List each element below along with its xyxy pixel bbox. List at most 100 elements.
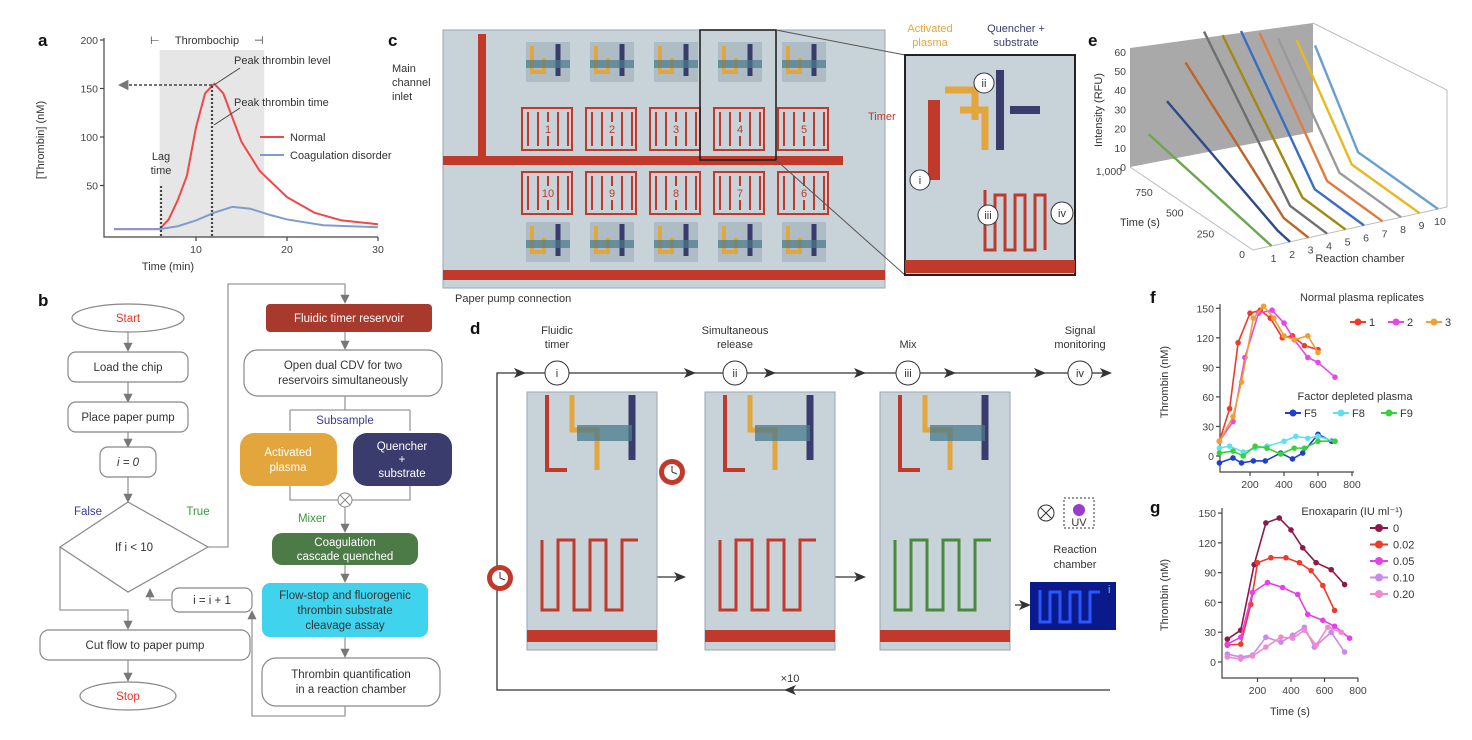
legend-label: 0.10 — [1393, 573, 1414, 585]
timer-channel — [545, 395, 567, 472]
step-marker-label: i — [556, 368, 558, 380]
process-loop-line — [496, 372, 1110, 691]
inset-timer-reservoir — [928, 100, 940, 180]
series-line-chamber-9 — [1295, 39, 1421, 215]
reaction-serpentine — [521, 107, 573, 151]
x-tick-label: 600 — [1316, 685, 1334, 697]
series-line-0-05 — [1226, 581, 1351, 645]
reaction-serpentine — [777, 171, 829, 215]
legend-normal: Normal — [290, 132, 325, 144]
init-node — [99, 446, 157, 478]
reaction-serpentine — [585, 107, 637, 151]
data-point-0.05 — [1331, 623, 1338, 630]
y-tick-label: 200 — [80, 35, 98, 47]
data-point-2 — [1305, 354, 1311, 361]
y-tick-label: 0 — [1210, 657, 1216, 669]
data-point-3 — [1260, 303, 1267, 310]
data-point-0.02 — [1268, 554, 1274, 561]
thrombochip-bracket-end: ⊣ — [254, 35, 264, 47]
y-tick-label: 30 — [1204, 627, 1216, 639]
chamber-number-bg — [540, 122, 556, 136]
inset-reaction-serpentine — [983, 190, 1047, 252]
data-point-3 — [1238, 379, 1245, 385]
chamber-tick-label: 3 — [1308, 245, 1314, 257]
data-point-0 — [1313, 559, 1319, 566]
flow-stop-label-3: cleavage assay — [305, 620, 385, 632]
time-tick-label: 1,000 — [1096, 166, 1122, 178]
mix-region — [526, 240, 570, 248]
panel-b-flowchart: Start Load the chip Place paper pump i =… — [39, 283, 452, 717]
legend-marker — [1375, 573, 1383, 582]
data-point-0.02 — [1331, 607, 1338, 614]
chamber-number-bg — [604, 122, 620, 136]
peak-level-pointer — [213, 67, 241, 86]
data-point-F5 — [1216, 460, 1223, 466]
reaction-serpentine — [893, 538, 991, 612]
mixer-icon — [337, 492, 353, 508]
step-marker-label: iv — [1076, 368, 1084, 380]
series-line-chamber-4 — [1202, 31, 1328, 235]
connector-split — [289, 396, 411, 431]
activated-plasma-label-2: plasma — [269, 462, 307, 474]
x-axis-label: Reaction chamber — [1315, 253, 1405, 265]
data-point-0.05 — [1224, 641, 1231, 647]
data-point-0.05 — [1237, 634, 1244, 640]
step-marker-iii — [895, 360, 921, 386]
flow-connector — [655, 576, 1023, 606]
y-axis-label: Thrombin (nM) — [1159, 346, 1171, 418]
axes — [1221, 508, 1358, 679]
data-point-0.10 — [1263, 634, 1269, 640]
data-point-0.02 — [1237, 641, 1244, 647]
y-tick-label: 30 — [1202, 421, 1214, 433]
inset-marker-iv: iv — [1050, 201, 1074, 225]
timer-icon — [487, 565, 513, 591]
inset-plasma-label-2: plasma — [912, 37, 948, 49]
series-line-0 — [1226, 517, 1346, 640]
series-line-chamber-6 — [1239, 30, 1365, 227]
intensity-tick-label: 40 — [1114, 85, 1126, 97]
legend-label: 0.05 — [1393, 556, 1414, 568]
data-point-0.02 — [1308, 567, 1314, 574]
panel-d-process: iFluidictimeriiSimultaneousreleaseiiiMix… — [487, 325, 1116, 695]
place-pump-node — [67, 401, 189, 433]
flow-arrow-icon — [944, 368, 956, 378]
quencher-label-1: Quencher — [377, 441, 428, 453]
y-tick-label: 90 — [1204, 568, 1216, 580]
connector-merge — [289, 486, 411, 501]
time-tick-label: 0 — [1239, 249, 1245, 261]
timer-channel — [898, 395, 920, 472]
series-line-0-20 — [1227, 626, 1342, 660]
mix-region — [654, 60, 698, 68]
load-chip-label: Load the chip — [93, 362, 162, 374]
step-marker-iv — [1067, 360, 1093, 386]
chamber-number: 9 — [609, 188, 615, 200]
start-node — [71, 303, 185, 333]
legend-marker — [1354, 318, 1362, 326]
legend-title-depleted: Factor depleted plasma — [1298, 391, 1414, 403]
y-tick-label: 100 — [80, 132, 98, 144]
data-point-0.10 — [1341, 649, 1348, 655]
subsample-label: Subsample — [316, 415, 374, 427]
chamber-number: 1 — [545, 124, 551, 136]
connector-false — [59, 547, 133, 630]
mix-region — [755, 425, 810, 441]
chamber-tick-label: 5 — [1345, 237, 1351, 249]
data-point-F9 — [1216, 450, 1223, 456]
reaction-chamber-label-2: chamber — [1054, 559, 1097, 571]
y-axis-label: Intensity (RFU) — [1093, 73, 1105, 147]
chamber-number: 2 — [609, 124, 615, 136]
panel-label-d: d — [470, 319, 480, 338]
x-tick-label: 400 — [1282, 685, 1300, 697]
data-point-F9 — [1264, 445, 1270, 451]
data-point-F9 — [1252, 443, 1258, 449]
x-tick-label: 400 — [1275, 479, 1293, 491]
data-point-F8 — [1226, 443, 1233, 449]
quenched-label-1: Coagulation — [314, 537, 375, 549]
series-line-chamber-1 — [1147, 133, 1273, 247]
legend-marker — [1430, 318, 1438, 326]
data-point-1 — [1247, 310, 1253, 316]
series-line-0-10 — [1227, 626, 1346, 658]
time-tick-label: 500 — [1166, 208, 1184, 220]
step-marker-ii — [722, 360, 748, 386]
